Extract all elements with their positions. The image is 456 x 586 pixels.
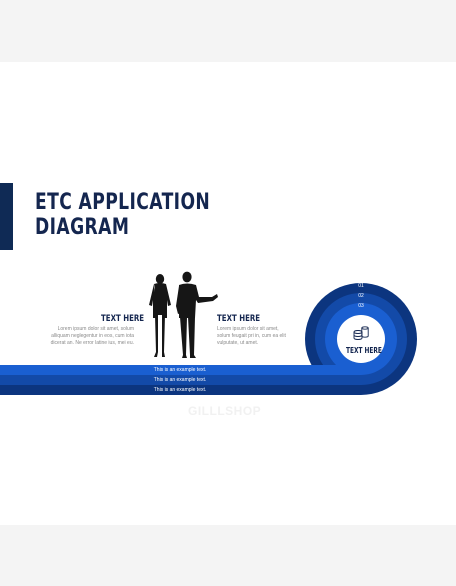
businesswoman-silhouette (149, 274, 171, 357)
coin-stack-icon (353, 326, 369, 340)
ring-number-1: 01 (358, 283, 364, 289)
left-body-text: Lorem ipsum dolor sit amet, solum alliqu… (50, 326, 134, 346)
page-title: ETC APPLICATION DIAGRAM (35, 190, 210, 240)
ring-number-3: 03 (358, 303, 364, 309)
band-1 (0, 365, 361, 375)
ring-number-2: 02 (358, 293, 364, 299)
left-heading: TEXT HERE (101, 314, 145, 324)
businessman-silhouette (176, 271, 218, 358)
title-line-2: DIAGRAM (35, 215, 130, 240)
watermark: GILLLSHOP (188, 404, 262, 418)
band-2-text: This is an example text. (153, 377, 207, 383)
title-accent-bar (0, 183, 13, 250)
center-label: TEXT HERE (346, 346, 382, 355)
right-heading: TEXT HERE (217, 314, 261, 324)
band-1-text: This is an example text. (153, 367, 207, 373)
right-body-text: Lorem ipsum dolor sit amet, solum feugai… (217, 326, 286, 346)
band-3 (0, 385, 361, 395)
band-2 (0, 375, 361, 385)
title-line-1: ETC APPLICATION (35, 190, 211, 215)
band-3-text: This is an example text. (153, 387, 207, 393)
